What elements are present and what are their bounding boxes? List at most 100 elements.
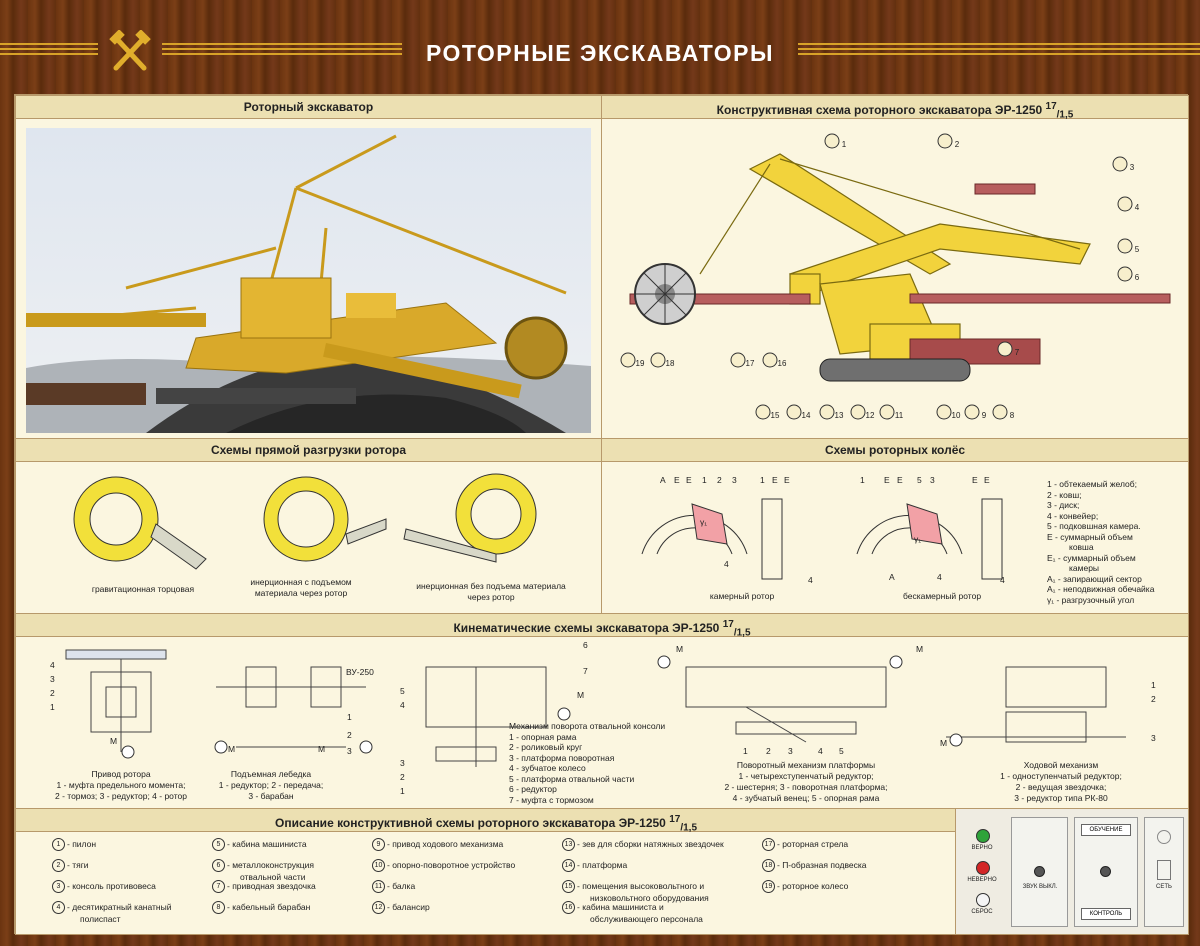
item-number: 6 — [212, 859, 225, 872]
scheme-number: 12 — [865, 411, 875, 420]
wheel2-label-5: 5 — [917, 475, 922, 485]
scheme-number: 7 — [1014, 348, 1020, 357]
description-item: 3- консоль противовеса — [52, 880, 156, 893]
scheme-heading: Конструктивная схема роторного экскавато… — [602, 96, 1188, 121]
mode-switch[interactable] — [1100, 866, 1111, 877]
kin-number: 5 — [839, 746, 844, 756]
description-item: 5- кабина машиниста — [212, 838, 307, 851]
photo-panel: Роторный экскаватор — [15, 95, 602, 440]
item-text: - тяги — [67, 859, 89, 870]
wheel-label-3: 3 — [732, 475, 737, 485]
kin-motor-label: M — [577, 690, 585, 700]
wheel2-side-label-e1: E — [972, 475, 978, 485]
excavator-photo — [26, 128, 591, 433]
kin-number: 6 — [583, 640, 588, 650]
correct-label: ВЕРНО — [971, 845, 993, 851]
item-text: - металлоконструкция — [227, 859, 314, 870]
vu-label: ВУ-250 — [346, 667, 374, 677]
description-item: 14- платформа — [562, 859, 627, 872]
item-text: - зев для сборки натяжных звездочек — [577, 838, 724, 849]
scheme-number: 8 — [1009, 411, 1015, 420]
kin-number: 2 — [1151, 694, 1156, 704]
wheel2-side-label-e2: E — [984, 475, 990, 485]
rotor-drive-line-2: 2 - тормоз; 3 - редуктор; 4 - ротор — [55, 791, 187, 801]
scheme-number: 5 — [1134, 245, 1140, 254]
item-number: 8 — [212, 901, 225, 914]
wheels-heading: Схемы роторных колёс — [602, 439, 1188, 462]
scheme-heading-sub: /1,5 — [1056, 109, 1074, 121]
wheel-legend-line: γ₁ - разгрузочный угол — [1047, 594, 1135, 605]
item-text-cont: отвальной части — [240, 872, 306, 882]
item-number: 19 — [762, 880, 775, 893]
wheel-legend-line: А₁ - запирающий сектор — [1047, 573, 1142, 584]
wheel-side-label-1: 1 — [760, 475, 765, 485]
stripe-left-b — [162, 43, 402, 57]
power-label: СЕТЬ — [1156, 884, 1172, 890]
description-heading-sub: /1,5 — [680, 822, 698, 834]
unload-panel: Схемы прямой разгрузки ротора гравитацио… — [15, 438, 602, 615]
travel-line-2: 2 - ведущая звездочка; — [1015, 782, 1107, 792]
wheel-legend-line: Е - суммарный объем — [1047, 531, 1133, 542]
item-number: 15 — [562, 880, 575, 893]
scheme-panel: Конструктивная схема роторного экскавато… — [601, 95, 1189, 440]
kin-number: 4 — [400, 700, 405, 710]
kin-motor-label: M — [110, 736, 118, 746]
item-number: 4 — [52, 901, 65, 914]
description-heading-text: Описание конструктивной схемы роторного … — [274, 816, 666, 830]
power-switch[interactable] — [1157, 860, 1171, 880]
sound-box: ЗВУК ВЫКЛ. — [1011, 817, 1068, 927]
kin-number: 1 — [743, 746, 748, 756]
item-text: - консоль противовеса — [67, 880, 156, 891]
description-item: 13- зев для сборки натяжных звездочек — [562, 838, 724, 851]
hammer-pick-icon — [109, 30, 151, 71]
kinematic-diagrams — [65, 649, 1126, 767]
scheme-heading-sup: 17 — [1045, 101, 1057, 112]
item-number: 10 — [372, 859, 385, 872]
wheel2-gamma-label: γ₁ — [914, 534, 922, 544]
scheme-number: 14 — [801, 411, 811, 420]
scheme-number: 19 — [635, 359, 645, 368]
wheel2-label-4: 4 — [937, 572, 942, 582]
reset-button[interactable] — [976, 893, 990, 907]
platform-line-2: 2 - шестерня; 3 - поворотная платформа; — [724, 782, 888, 792]
kin-motor-label: M — [318, 744, 326, 754]
item-number: 9 — [372, 838, 385, 851]
kin-number: 1 — [1151, 680, 1156, 690]
console-line: 6 - редуктор — [509, 784, 557, 794]
description-item: 19- роторное колесо — [762, 880, 848, 893]
item-text: - П-образная подвеска — [777, 859, 867, 870]
sound-switch[interactable] — [1034, 866, 1045, 877]
control-button[interactable]: КОНТРОЛЬ — [1081, 908, 1131, 920]
training-button[interactable]: ОБУЧЕНИЕ — [1081, 824, 1131, 836]
item-number: 12 — [372, 901, 385, 914]
scheme-number: 2 — [954, 140, 960, 149]
item-number: 2 — [52, 859, 65, 872]
wheel-label-2: 2 — [717, 475, 722, 485]
item-number: 1 — [52, 838, 65, 851]
description-item: 6- металлоконструкция отвальной части — [212, 859, 314, 882]
description-item: 12- балансир — [372, 901, 430, 914]
scheme-number: 16 — [777, 359, 787, 368]
description-item: 11- балка — [372, 880, 415, 893]
chamberless-rotor-caption: бескамерный ротор — [902, 591, 982, 601]
kin-motor-label: M — [676, 644, 684, 654]
wheel-legend-line: 2 - ковш; — [1047, 489, 1082, 500]
winch-title: Подъемная лебедка — [230, 769, 312, 779]
kinematic-heading-sub: /1,5 — [733, 627, 751, 639]
console-line: 2 - роликовый круг — [509, 742, 583, 752]
item-number: 3 — [52, 880, 65, 893]
kin-number: 1 — [50, 702, 55, 712]
kin-number: 4 — [818, 746, 823, 756]
rotor-drive-title: Привод ротора — [91, 769, 151, 779]
wheel2-label-3: 3 — [930, 475, 935, 485]
scheme-number: 9 — [981, 411, 987, 420]
scheme-number: 13 — [834, 411, 844, 420]
kin-number: 3 — [400, 758, 405, 768]
unload-caption-1: гравитационная торцовая — [91, 584, 195, 594]
item-text: - десятикратный канатный — [67, 901, 172, 912]
wheel-diagrams — [641, 498, 1003, 580]
poster-header: РОТОРНЫЕ ЭКСКАВАТОРЫ — [0, 0, 1200, 90]
